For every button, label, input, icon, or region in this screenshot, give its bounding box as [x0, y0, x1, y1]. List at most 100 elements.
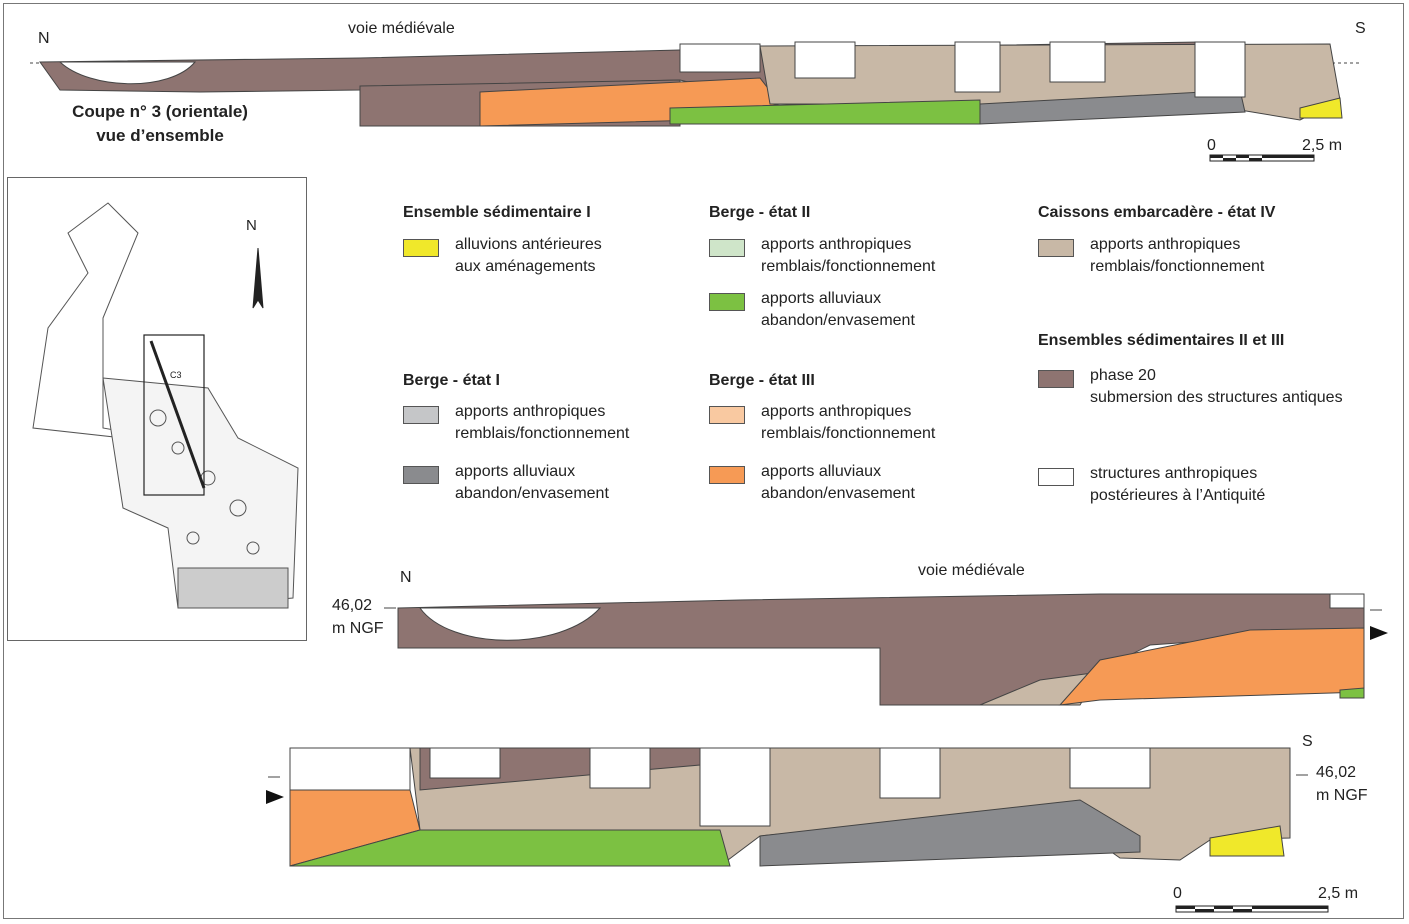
excavation-area [102, 377, 299, 609]
bottom-scale-zero: 0 [1173, 885, 1182, 902]
legend-group-title: Ensemble sédimentaire I [403, 204, 591, 221]
figure-frame [3, 3, 1404, 919]
legend-item-line2: remblais/fonctionnement [761, 425, 936, 442]
site-plan: C3 N [32, 202, 299, 609]
legend-group-title: Berge - état II [709, 204, 811, 221]
bottom2-green-layer [289, 829, 731, 867]
legend-item: phase 20 submersion des structures antiqu… [1038, 365, 1343, 409]
legend-item: apports anthropiques remblais/fonctionnem… [1038, 234, 1264, 278]
bottom1-white-structure [1329, 593, 1365, 609]
inset-map: C3 N [7, 177, 307, 641]
bottom1-elevation-value: 46,02 [332, 597, 373, 614]
top-section-drawing [30, 41, 1360, 127]
figure-title-line2: vue d’ensemble [96, 126, 224, 145]
legend-group-title: Caissons embarcadère - état IV [1038, 204, 1276, 221]
legend-item-line1: apports anthropiques [761, 403, 912, 420]
legend-swatch [709, 239, 745, 257]
legend-swatch [709, 406, 745, 424]
legend-item-line2: abandon/envasement [761, 485, 915, 502]
bottom2-white-structure-3 [589, 747, 651, 789]
legend-swatch [1038, 468, 1074, 486]
top-white-structure-1 [679, 43, 761, 73]
legend-group-title: Berge - état III [709, 372, 815, 389]
bottom1-green-strip [1339, 687, 1365, 699]
bottom1-orange-layer [1058, 627, 1365, 706]
legend-item-line1: structures anthropiques [1090, 465, 1258, 482]
legend-swatch [1038, 370, 1074, 388]
bottom2-white-structure-2 [429, 747, 501, 779]
legend-swatch [403, 239, 439, 257]
figure-title: Coupe n° 3 (orientale) vue d’ensemble [40, 100, 280, 148]
legend-item-line2: abandon/envasement [761, 312, 915, 329]
bottom2-elevation-value: 46,02 [1316, 764, 1357, 781]
bottom2-south-label: S [1302, 733, 1313, 750]
legend-item-line2: remblais/fonctionnement [761, 258, 936, 275]
bottom2-elevation-unit: m NGF [1316, 787, 1368, 804]
legend-item: apports anthropiques remblais/fonctionnem… [709, 401, 935, 445]
legend-item: apports alluviaux abandon/envasement [709, 461, 915, 505]
zoom-rectangle [143, 334, 205, 496]
legend-group-title: Berge - état I [403, 372, 500, 389]
legend-item-line1: alluvions antérieures [455, 236, 602, 253]
legend-item: alluvions antérieures aux aménagements [403, 234, 602, 278]
top-white-structure-4 [1049, 41, 1106, 83]
excavation-block [177, 567, 289, 609]
legend-item-line2: remblais/fonctionnement [455, 425, 630, 442]
legend-swatch [1038, 239, 1074, 257]
legend-item: apports alluviaux abandon/envasement [709, 288, 915, 332]
legend-swatch [709, 466, 745, 484]
bottom-scale-bar [1175, 905, 1329, 913]
legend-item: apports anthropiques remblais/fonctionnem… [403, 401, 629, 445]
section-c3-label: C3 [170, 370, 182, 380]
north-arrow-icon [252, 247, 264, 309]
top-north-label: N [38, 30, 50, 47]
top-road-label: voie médiévale [348, 20, 455, 37]
legend-item-line1: phase 20 [1090, 367, 1156, 384]
section-c3-line [149, 340, 206, 489]
bottom2-white-structure-6 [1069, 747, 1151, 789]
legend-item-line2: aux aménagements [455, 258, 596, 275]
top-white-structure-2 [794, 41, 856, 79]
bottom2-arrow-icon [266, 790, 284, 804]
bottom2-white-structure-5 [879, 747, 941, 799]
bottom1-arrow-icon [1370, 626, 1388, 640]
legend-item-line2: abandon/envasement [455, 485, 609, 502]
bottom2-yellow-layer [1209, 825, 1285, 857]
legend-item-line1: apports alluviaux [761, 290, 882, 307]
legend-item-line1: apports anthropiques [455, 403, 606, 420]
top-white-structure-5 [1194, 41, 1246, 98]
legend-item-line1: apports anthropiques [1090, 236, 1241, 253]
legend-group-title: Ensembles sédimentaires II et III [1038, 332, 1285, 349]
legend-swatch [403, 406, 439, 424]
legend-item: apports anthropiques remblais/fonctionnem… [709, 234, 935, 278]
legend-item-line2: remblais/fonctionnement [1090, 258, 1265, 275]
top-scale-zero: 0 [1207, 137, 1216, 154]
top-white-lens [58, 61, 197, 85]
top-south-label: S [1355, 20, 1366, 37]
legend-item-line2: postérieures à l’Antiquité [1090, 487, 1266, 504]
bottom1-elevation-unit: m NGF [332, 620, 384, 637]
legend-item-line2: submersion des structures antiques [1090, 389, 1343, 406]
bottom2-white-structure-4 [699, 747, 771, 827]
bottom2-white-structure-1 [289, 747, 411, 791]
bottom1-road-label: voie médiévale [918, 562, 1025, 579]
inset-north-label: N [246, 217, 257, 234]
top-grey-layer [979, 89, 1246, 125]
top-scale-max: 2,5 m [1302, 137, 1343, 154]
legend-item: structures anthropiques postérieures à l’… [1038, 463, 1265, 507]
legend-item-line1: apports alluviaux [761, 463, 882, 480]
legend-swatch [709, 293, 745, 311]
legend-swatch [403, 466, 439, 484]
bottom1-north-label: N [400, 569, 412, 586]
top-scale-bar [1209, 154, 1315, 162]
legend-item: apports alluviaux abandon/envasement [403, 461, 609, 505]
bottom2-grey-layer [759, 799, 1141, 867]
bottom1-white-lens [419, 607, 602, 641]
bottom-scale-max: 2,5 m [1318, 885, 1359, 902]
legend-item-line1: apports alluviaux [455, 463, 576, 480]
legend-item-line1: apports anthropiques [761, 236, 912, 253]
top-yellow-layer [1299, 97, 1343, 119]
figure-title-line1: Coupe n° 3 (orientale) [72, 102, 248, 121]
